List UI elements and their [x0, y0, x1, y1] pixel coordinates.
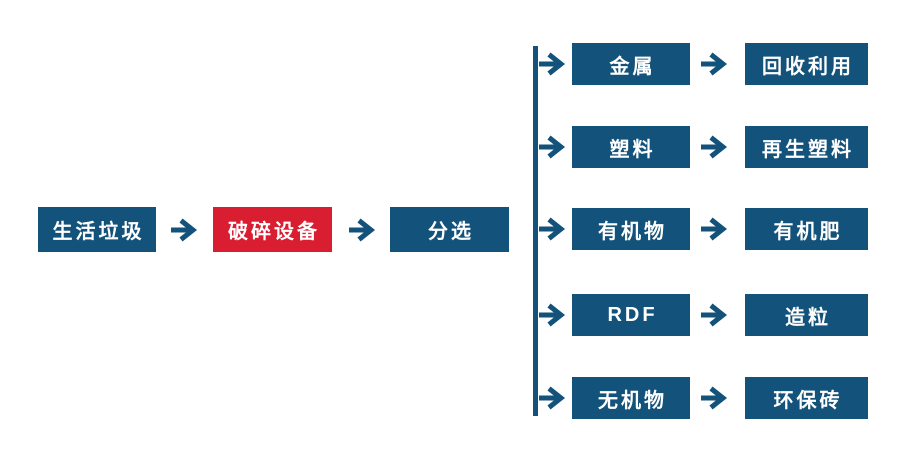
- branch-trunk-line: [533, 46, 538, 416]
- arrow-right-icon: [538, 302, 568, 328]
- arrow-right-icon: [538, 216, 568, 242]
- node-metal: 金属: [572, 43, 690, 85]
- arrow-right-icon: [348, 217, 378, 243]
- arrow-right-icon: [700, 216, 730, 242]
- node-plastic: 塑料: [572, 126, 690, 168]
- node-rdf: RDF: [572, 294, 690, 336]
- arrow-right-icon: [538, 385, 568, 411]
- node-crushing-equipment: 破碎设备: [213, 207, 332, 252]
- arrow-right-icon: [700, 302, 730, 328]
- node-recycled-plastic: 再生塑料: [745, 126, 868, 168]
- node-recycling: 回收利用: [745, 43, 868, 85]
- arrow-right-icon: [700, 385, 730, 411]
- node-organic-fertilizer: 有机肥: [745, 208, 868, 250]
- arrow-right-icon: [538, 51, 568, 77]
- node-granulation: 造粒: [745, 294, 868, 336]
- node-inorganic-matter: 无机物: [572, 377, 690, 419]
- arrow-right-icon: [170, 217, 200, 243]
- arrow-right-icon: [700, 134, 730, 160]
- node-sorting: 分选: [390, 207, 509, 252]
- node-organic-matter: 有机物: [572, 208, 690, 250]
- node-household-waste: 生活垃圾: [38, 207, 156, 252]
- arrow-right-icon: [538, 134, 568, 160]
- node-eco-brick: 环保砖: [745, 377, 868, 419]
- arrow-right-icon: [700, 51, 730, 77]
